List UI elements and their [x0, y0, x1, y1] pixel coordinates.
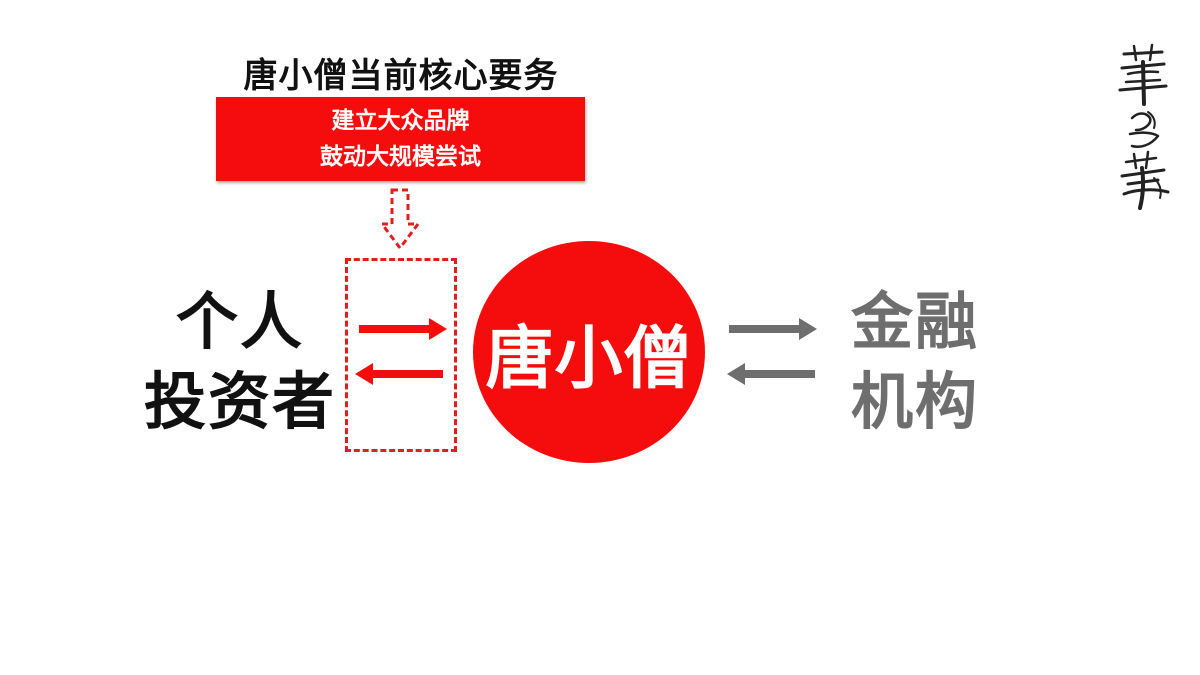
individual-investor-label: 个人 投资者	[120, 282, 360, 442]
financial-institution-line-1: 金融	[850, 285, 979, 358]
individual-investor-line-1: 个人	[175, 285, 304, 358]
core-task-line-2: 鼓动大规模尝试	[320, 144, 481, 170]
left-arrow-icon	[355, 363, 443, 385]
gray-right-arrow-icon	[729, 318, 817, 340]
dashed-down-arrow-icon	[379, 188, 421, 251]
gray-left-arrow-icon	[727, 363, 815, 385]
right-arrow-icon	[359, 318, 447, 340]
core-task-box: 建立大众品牌 鼓动大规模尝试	[216, 97, 585, 181]
core-task-line-1: 建立大众品牌	[331, 108, 470, 134]
highlight-dashed-frame	[345, 258, 457, 452]
center-circle: 唐小僧	[473, 241, 705, 463]
core-task-heading: 唐小僧当前核心要务	[243, 56, 559, 96]
financial-institution-label: 金融 机构	[840, 282, 990, 442]
individual-investor-line-2: 投资者	[143, 365, 336, 438]
center-circle-label: 唐小僧	[485, 319, 693, 399]
calligraphy-logo-icon	[1118, 43, 1170, 210]
financial-institution-line-2: 机构	[850, 365, 979, 438]
